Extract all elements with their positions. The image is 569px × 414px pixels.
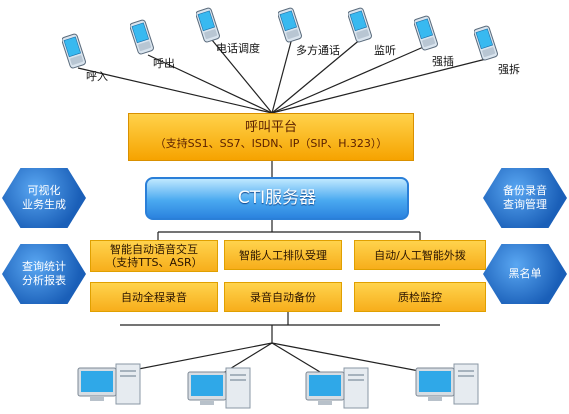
ivr-box: 智能自动语音交互 （支持TTS、ASR） bbox=[90, 240, 218, 272]
computer-icon bbox=[76, 360, 144, 406]
hex-query-report: 查询统计 分析报表 bbox=[2, 244, 86, 304]
hex-right-top-line2: 查询管理 bbox=[503, 198, 547, 211]
phone-icon bbox=[277, 6, 302, 46]
record-box: 自动全程录音 bbox=[90, 282, 218, 312]
ivr-line1: 智能自动语音交互 bbox=[110, 243, 198, 256]
hex-blacklist: 黑名单 bbox=[483, 244, 567, 304]
phone-icon bbox=[473, 24, 498, 64]
hex-right-bottom-line1: 黑名单 bbox=[508, 267, 542, 280]
phone-icon bbox=[129, 18, 154, 58]
computer-icon bbox=[304, 364, 372, 410]
qc-box: 质检监控 bbox=[354, 282, 486, 312]
cti-server: CTI服务器 bbox=[145, 177, 409, 220]
hex-left-bottom-line2: 分析报表 bbox=[22, 274, 66, 287]
phone-label: 强插 bbox=[432, 55, 454, 68]
computer-icon bbox=[186, 364, 254, 410]
phone-icon bbox=[347, 6, 372, 46]
hex-right-top-line1: 备份录音 bbox=[503, 184, 547, 197]
phone-label: 呼入 bbox=[86, 70, 108, 83]
hex-left-top-line2: 业务生成 bbox=[22, 198, 66, 211]
ivr-line2: （支持TTS、ASR） bbox=[105, 256, 203, 269]
outbound-box: 自动/人工智能外拨 bbox=[354, 240, 486, 270]
computer-icon bbox=[414, 360, 482, 406]
phone-label: 监听 bbox=[374, 44, 396, 57]
hex-left-top-line1: 可视化 bbox=[27, 184, 61, 197]
phone-icon bbox=[413, 14, 438, 54]
backup-box: 录音自动备份 bbox=[224, 282, 342, 312]
hex-visual-business: 可视化 业务生成 bbox=[2, 168, 86, 228]
platform-title: 呼叫平台 bbox=[244, 120, 297, 135]
call-platform: 呼叫平台 （支持SS1、SS7、ISDN、IP（SIP、H.323）） bbox=[128, 113, 414, 161]
hex-left-bottom-line1: 查询统计 bbox=[22, 260, 66, 273]
phone-icon bbox=[61, 32, 86, 72]
phone-label: 多方通话 bbox=[296, 44, 340, 57]
queue-box: 智能人工排队受理 bbox=[224, 240, 342, 270]
phone-label: 强拆 bbox=[498, 63, 520, 76]
phone-label: 呼出 bbox=[153, 57, 175, 70]
platform-subtitle: （支持SS1、SS7、ISDN、IP（SIP、H.323）） bbox=[154, 137, 388, 150]
phone-label: 电话调度 bbox=[216, 42, 260, 55]
phone-icon bbox=[195, 6, 220, 46]
hex-backup-query: 备份录音 查询管理 bbox=[483, 168, 567, 228]
